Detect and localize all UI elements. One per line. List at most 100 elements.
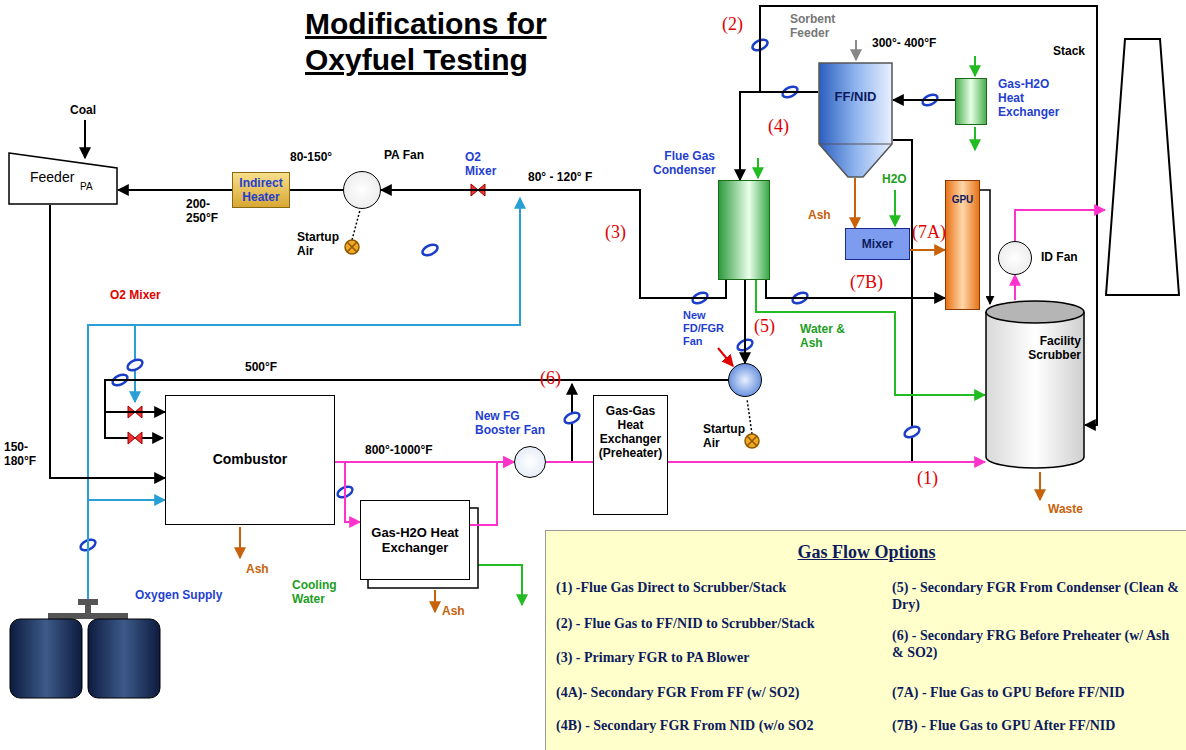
node-label: Combustor xyxy=(213,452,288,466)
process-node: Mixer xyxy=(845,228,910,260)
process-node: New FD/FGR Fan xyxy=(728,363,762,397)
node-shape xyxy=(1105,38,1180,296)
node-shape xyxy=(48,613,128,619)
process-node: Indirect Heater xyxy=(232,172,290,208)
node-label: Stack xyxy=(1053,44,1085,58)
flow-connector xyxy=(470,462,514,525)
node-text: (4A)- Secondary FGR From FF (w/ SO2) xyxy=(556,684,886,701)
annotation-label: 150-180°F xyxy=(4,440,46,468)
node-shape xyxy=(986,301,1084,323)
annotation-label: 80° - 120° F xyxy=(528,170,592,184)
node-label: FF/NID xyxy=(835,90,877,104)
callout-number: (4) xyxy=(768,116,789,137)
process-node: Oxygen Supply xyxy=(8,585,253,700)
callout-number: (5) xyxy=(754,316,775,337)
feed-arrows xyxy=(434,590,436,612)
page-title: Modifications for Oxyfuel Testing xyxy=(305,6,605,78)
annotation-label: Sorbent Feeder xyxy=(790,12,848,40)
valve-symbol xyxy=(563,411,581,426)
node-shape xyxy=(985,300,1085,470)
node-text: (3) - Primary FGR to PA Blower xyxy=(556,649,886,666)
process-node: PA Fan xyxy=(343,171,381,209)
process-node: Gas-H2O Heat Exchanger xyxy=(955,78,987,125)
node-label: Feeder xyxy=(30,170,74,184)
startup-air-symbol xyxy=(745,434,759,448)
process-node: Gas Flow Options(1) -Flue Gas Direct to … xyxy=(545,530,1186,750)
callout-number: (3) xyxy=(605,222,626,243)
callout-number: (2) xyxy=(722,14,743,35)
annotation-label: Ash xyxy=(442,604,465,618)
valve-symbol xyxy=(79,38,939,553)
node-label: ID Fan xyxy=(1041,250,1078,264)
annotation-label: O2 Mixer xyxy=(465,150,513,178)
callout-number: (6) xyxy=(540,368,561,389)
node-label: Oxygen Supply xyxy=(135,588,222,602)
valve-symbol xyxy=(126,358,144,373)
node-label: Gas Flow Options xyxy=(546,541,1186,563)
node-text: (7A) - Flue Gas to GPU Before FF/NID xyxy=(892,684,1182,701)
flow-connector xyxy=(744,280,746,363)
node-label: New FD/FGR Fan xyxy=(683,309,729,348)
callout-number: (7B) xyxy=(850,272,883,293)
feed-arrows xyxy=(974,56,976,76)
node-label: New FG Booster Fan xyxy=(475,409,555,437)
flow-connector xyxy=(335,461,514,463)
node-shape xyxy=(8,585,253,700)
node-text: (4B) - Secondary FGR From NID (w/o SO2 xyxy=(556,717,886,734)
startup-air-symbol xyxy=(747,436,757,446)
flue-gas-lines xyxy=(980,190,990,304)
node-text: (2) - Flue Gas to FF/NID to Scrubber/Sta… xyxy=(556,615,886,632)
annotation-label: 500°F xyxy=(245,360,277,374)
flow-connector xyxy=(88,500,165,585)
flow-connector xyxy=(910,249,945,251)
process-node: FF/NID xyxy=(818,62,893,178)
node-shape xyxy=(88,619,160,698)
node-label: GPU xyxy=(952,193,974,207)
node-shape xyxy=(986,312,1084,468)
flow-connector xyxy=(893,99,955,101)
flow-connector xyxy=(668,461,985,463)
process-node: Gas-H2O Heat Exchanger xyxy=(360,500,470,580)
o2-mixer-symbol xyxy=(128,432,142,444)
process-node: Gas-Gas Heat Exchanger (Preheater) xyxy=(593,395,668,515)
process-node: FeederPA xyxy=(8,152,118,205)
annotation-label: Cooling Water xyxy=(292,578,354,606)
node-shape xyxy=(819,63,892,177)
feed-arrows xyxy=(855,40,857,60)
node-label: PA Fan xyxy=(384,148,424,162)
flow-connector xyxy=(290,189,343,191)
node-shape xyxy=(1106,39,1179,295)
annotation-label: Ash xyxy=(246,562,269,576)
annotation-label: Waste xyxy=(1048,502,1083,516)
node-shape xyxy=(818,62,893,178)
annotation-label: 80-150° xyxy=(290,150,332,164)
node-shape xyxy=(10,619,82,698)
startup-air-symbol xyxy=(345,240,359,254)
node-label: Flue Gas Condenser xyxy=(653,149,715,177)
flow-connector xyxy=(740,92,818,180)
annotation-label: 800°-1000°F xyxy=(365,443,433,457)
startup-air-symbol xyxy=(747,399,752,434)
annotation-label: 200-250°F xyxy=(186,197,224,225)
node-shape xyxy=(78,599,98,605)
annotation-label: Startup Air xyxy=(297,230,347,258)
flow-connector xyxy=(381,190,726,298)
annotation-label: Coal xyxy=(70,103,96,117)
node-label: Indirect Heater xyxy=(235,176,287,204)
feed-arrows xyxy=(84,120,86,158)
annotation-label: Startup Air xyxy=(703,422,751,450)
startup-air-symbol xyxy=(345,210,759,448)
process-node: Combustor xyxy=(165,395,335,525)
flow-connector xyxy=(1015,210,1105,241)
flow-connector xyxy=(50,205,165,478)
process-node: Facility Scrubber xyxy=(985,300,1085,470)
node-label: Mixer xyxy=(862,237,893,251)
feed-arrows xyxy=(85,40,1040,612)
callout-number: (7A) xyxy=(912,222,946,243)
node-label: Facility Scrubber xyxy=(1021,334,1081,362)
node-label: Gas-H2O Heat Exchanger xyxy=(365,525,465,555)
flow-connector xyxy=(854,178,856,228)
process-node: Stack xyxy=(1105,38,1180,296)
annotation-label: H2O xyxy=(882,172,907,186)
